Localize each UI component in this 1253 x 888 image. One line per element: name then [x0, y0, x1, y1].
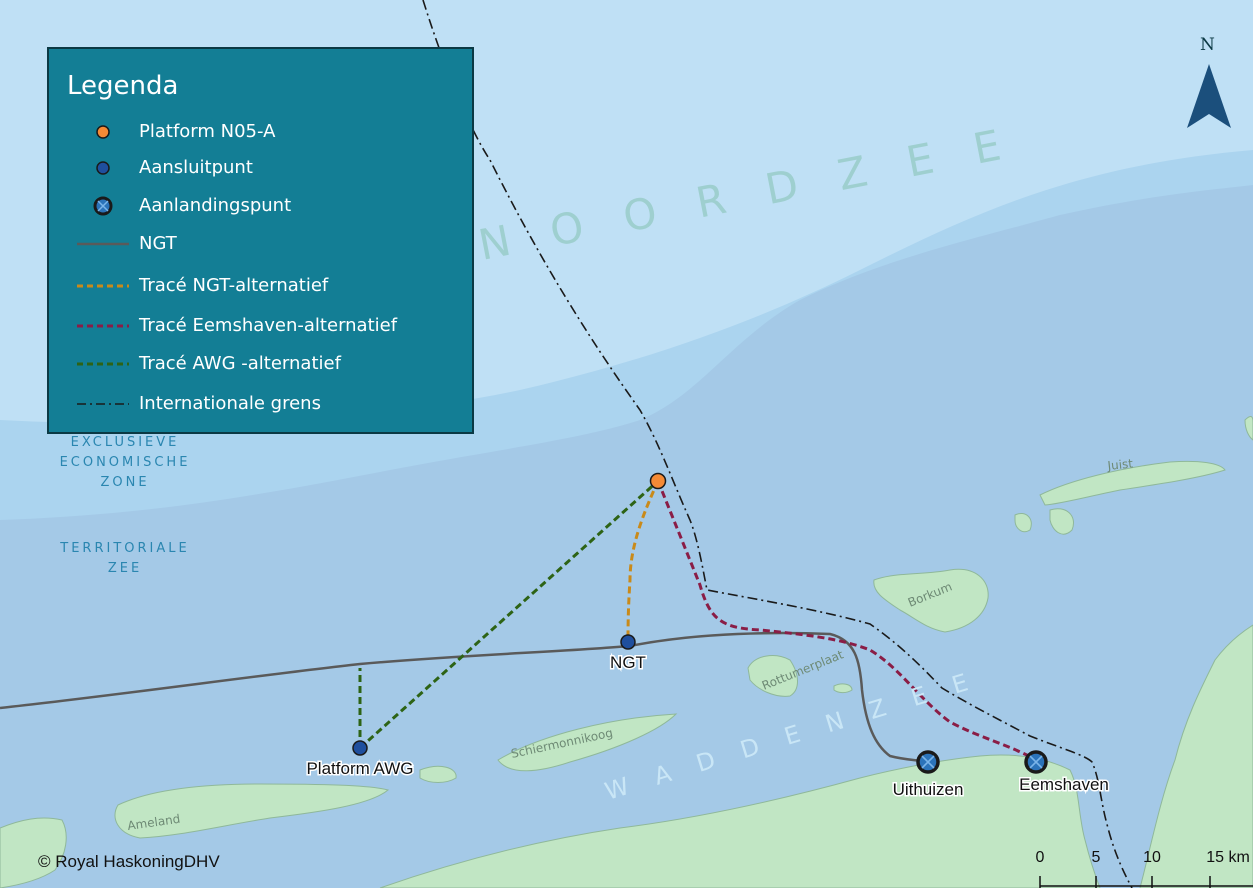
legend-label: Tracé Eemshaven-alternatief [139, 315, 398, 336]
mainland-west [0, 817, 67, 888]
legend-label: Tracé NGT-alternatief [139, 275, 329, 296]
legend-label: Internationale grens [139, 393, 321, 414]
scale-tick-5: 5 [1092, 849, 1101, 866]
island-ameland-east [419, 765, 457, 783]
legend-item-border: Internationale grens [49, 389, 472, 419]
legend-label: NGT [139, 233, 177, 254]
legend-label: Aansluitpunt [139, 157, 253, 178]
island-ameland [114, 783, 390, 839]
scale-tick-0: 0 [1036, 849, 1045, 866]
uithuizen-marker [916, 750, 940, 774]
legend-item-trace-ngt: Tracé NGT-alternatief [49, 271, 472, 301]
island-right-edge [1244, 416, 1253, 441]
legend-label: Platform N05-A [139, 121, 276, 142]
island-schiermonnikoog [497, 713, 678, 772]
zone-label-eez-2: ECONOMISCHE [60, 455, 191, 470]
zone-label-eez-1: EXCLUSIEVE [71, 435, 180, 450]
route-awg [358, 479, 660, 750]
legend-label: Tracé AWG -alternatief [139, 353, 341, 374]
platform-awg-marker [352, 740, 368, 756]
scale-bar: 0 5 10 15 km [1036, 849, 1253, 888]
solid-line-icon [77, 242, 129, 246]
island-rottumeroog [833, 683, 853, 694]
island-label-juist: Juist [1106, 456, 1134, 473]
legend-item-trace-eemshaven: Tracé Eemshaven-alternatief [49, 311, 472, 341]
eemshaven-marker [1024, 750, 1048, 774]
point-label-eemshaven: Eemshaven [1019, 775, 1109, 794]
dash-dot-line-icon [77, 403, 129, 405]
island-rottumerplaat [747, 655, 798, 697]
point-label-ngt: NGT [610, 653, 646, 672]
scale-tick-10: 10 [1143, 849, 1161, 866]
mainland-east [1139, 624, 1253, 888]
platform-n05a-marker [649, 472, 667, 490]
legend-title: Legenda [67, 71, 179, 101]
dashed-line-icon [77, 324, 129, 328]
dashed-line-icon [77, 362, 129, 366]
zone-label-eez-3: ZONE [100, 475, 149, 490]
island-juist [1039, 460, 1226, 506]
legend-item-trace-awg: Tracé AWG -alternatief [49, 349, 472, 379]
point-label-platform-awg: Platform AWG [306, 759, 413, 778]
dashed-line-icon [77, 284, 129, 288]
north-arrow-icon [1187, 64, 1231, 128]
legend-item-aansluitpunt: Aansluitpunt [49, 153, 472, 183]
scale-tick-15: 15 km [1206, 849, 1250, 866]
legend-label: Aanlandingspunt [139, 195, 292, 216]
zone-label-ter-2: ZEE [108, 561, 142, 576]
island-borkum [873, 568, 989, 633]
legend-item-ngt: NGT [49, 229, 472, 259]
orange-circle-icon [96, 125, 110, 139]
ngt-marker [620, 634, 636, 650]
legend-item-aanlandingspunt: Aanlandingspunt [49, 191, 472, 221]
island-memmert [1049, 508, 1074, 535]
blue-circle-icon [96, 161, 110, 175]
legend: Legenda Platform N05-A Aansluitpunt Aanl… [47, 47, 474, 434]
point-label-uithuizen: Uithuizen [893, 780, 964, 799]
zone-label-ter-1: TERRITORIALE [59, 541, 189, 556]
island-memmert-small [1014, 513, 1032, 533]
north-label: N [1200, 35, 1215, 55]
mainland [379, 754, 1101, 888]
copyright: © Royal HaskoningDHV [38, 852, 220, 871]
route-ngt-alternatief [626, 480, 660, 643]
ngt-pipeline [0, 631, 929, 764]
legend-item-platform: Platform N05-A [49, 117, 472, 147]
crossed-circle-icon [93, 196, 113, 216]
international-border [422, 0, 1133, 888]
